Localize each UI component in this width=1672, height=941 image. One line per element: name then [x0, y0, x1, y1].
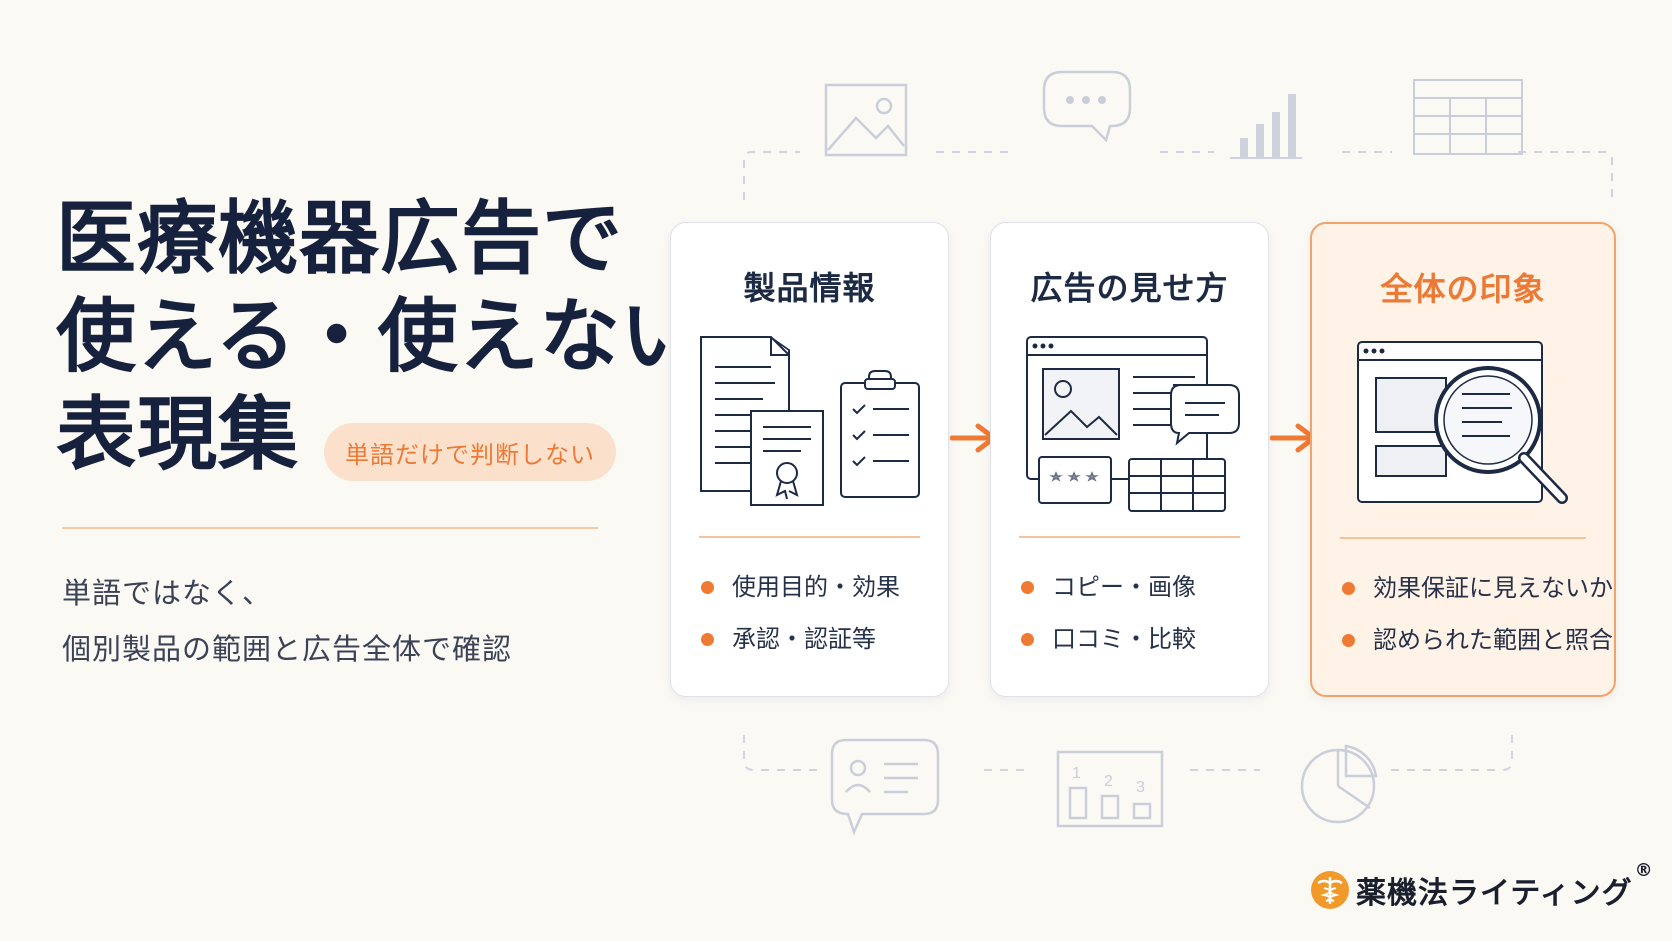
brand-name: 薬機法ライティング® — [1356, 860, 1654, 912]
card-divider — [699, 536, 920, 538]
list-item-label: 認められた範囲と照合 — [1373, 626, 1613, 654]
list-item: 口コミ・比較 — [1021, 613, 1196, 665]
magnifying-glass-webpage-icon — [1357, 341, 1568, 504]
bullet-dot — [701, 632, 714, 646]
brand-logo: 薬機法ライティング® — [1310, 860, 1654, 912]
card-divider — [1019, 536, 1240, 538]
card-title: 広告の見せ方 — [1030, 269, 1229, 307]
profile-message-icon — [830, 738, 940, 836]
card-ad-presentation: 広告の見せ方 コピー・画像 口コミ・比較 — [990, 222, 1269, 697]
card-item-list: 効果保証に見えないか 認められた範囲と照合 — [1342, 562, 1613, 666]
bar-chart-icon — [1230, 94, 1302, 159]
card-title: 全体の印象 — [1380, 270, 1546, 308]
card-item-list: コピー・画像 口コミ・比較 — [1021, 561, 1196, 665]
bullet-dot — [1021, 632, 1034, 646]
list-item-label: 使用目的・効果 — [732, 573, 900, 601]
description: 単語ではなく、 個別製品の範囲と広告全体で確認 — [62, 565, 512, 677]
pie-chart-icon — [1300, 744, 1378, 824]
ranking-icon — [1056, 750, 1164, 828]
bullet-dot — [1342, 633, 1355, 647]
description-line-1: 単語ではなく、 — [62, 576, 273, 610]
title-line-1: 医療機器広告で — [56, 192, 623, 285]
registered-mark: ® — [1634, 860, 1654, 881]
card-item-list: 使用目的・効果 承認・認証等 — [701, 561, 900, 665]
list-item-label: 効果保証に見えないか — [1373, 574, 1613, 602]
left-divider — [62, 527, 598, 529]
ranking-number-2: 2 — [1104, 773, 1113, 790]
card-divider — [1340, 537, 1586, 539]
list-item-label: 口コミ・比較 — [1052, 625, 1196, 653]
list-item: 使用目的・効果 — [701, 561, 900, 613]
bullet-dot — [1342, 581, 1355, 595]
speech-bubble-icon — [1042, 70, 1132, 143]
bullet-dot — [1021, 580, 1034, 594]
card-overall-impression: 全体の印象 効果保証に見えないか 認められた範囲と照合 — [1310, 222, 1616, 697]
bullet-dot — [701, 580, 714, 594]
main-title: 医療機器広告で 使える・使えない 表現集 — [56, 190, 702, 484]
list-item: 認められた範囲と照合 — [1342, 614, 1613, 666]
brand-name-text: 薬機法ライティング — [1356, 876, 1633, 911]
image-placeholder-icon — [824, 83, 908, 157]
ranking-number-3: 3 — [1136, 779, 1145, 796]
list-item: コピー・画像 — [1021, 561, 1196, 613]
list-item-label: コピー・画像 — [1052, 573, 1196, 601]
subtitle-badge: 単語だけで判断しない — [324, 423, 616, 481]
table-icon — [1413, 79, 1523, 155]
title-line-3: 表現集 — [56, 388, 299, 481]
list-item: 効果保証に見えないか — [1342, 562, 1613, 614]
ranking-number-1: 1 — [1072, 765, 1081, 782]
title-line-2: 使える・使えない — [56, 290, 702, 383]
caduceus-icon — [1311, 871, 1349, 909]
description-line-2: 個別製品の範囲と広告全体で確認 — [62, 632, 513, 666]
webpage-review-chat-icon — [1026, 336, 1240, 512]
documents-certificate-clipboard-icon — [700, 336, 920, 506]
list-item: 承認・認証等 — [701, 613, 900, 665]
list-item-label: 承認・認証等 — [732, 625, 876, 653]
card-product-info: 製品情報 使用目的・効果 承認・認証等 — [670, 222, 949, 697]
card-title: 製品情報 — [743, 269, 876, 307]
